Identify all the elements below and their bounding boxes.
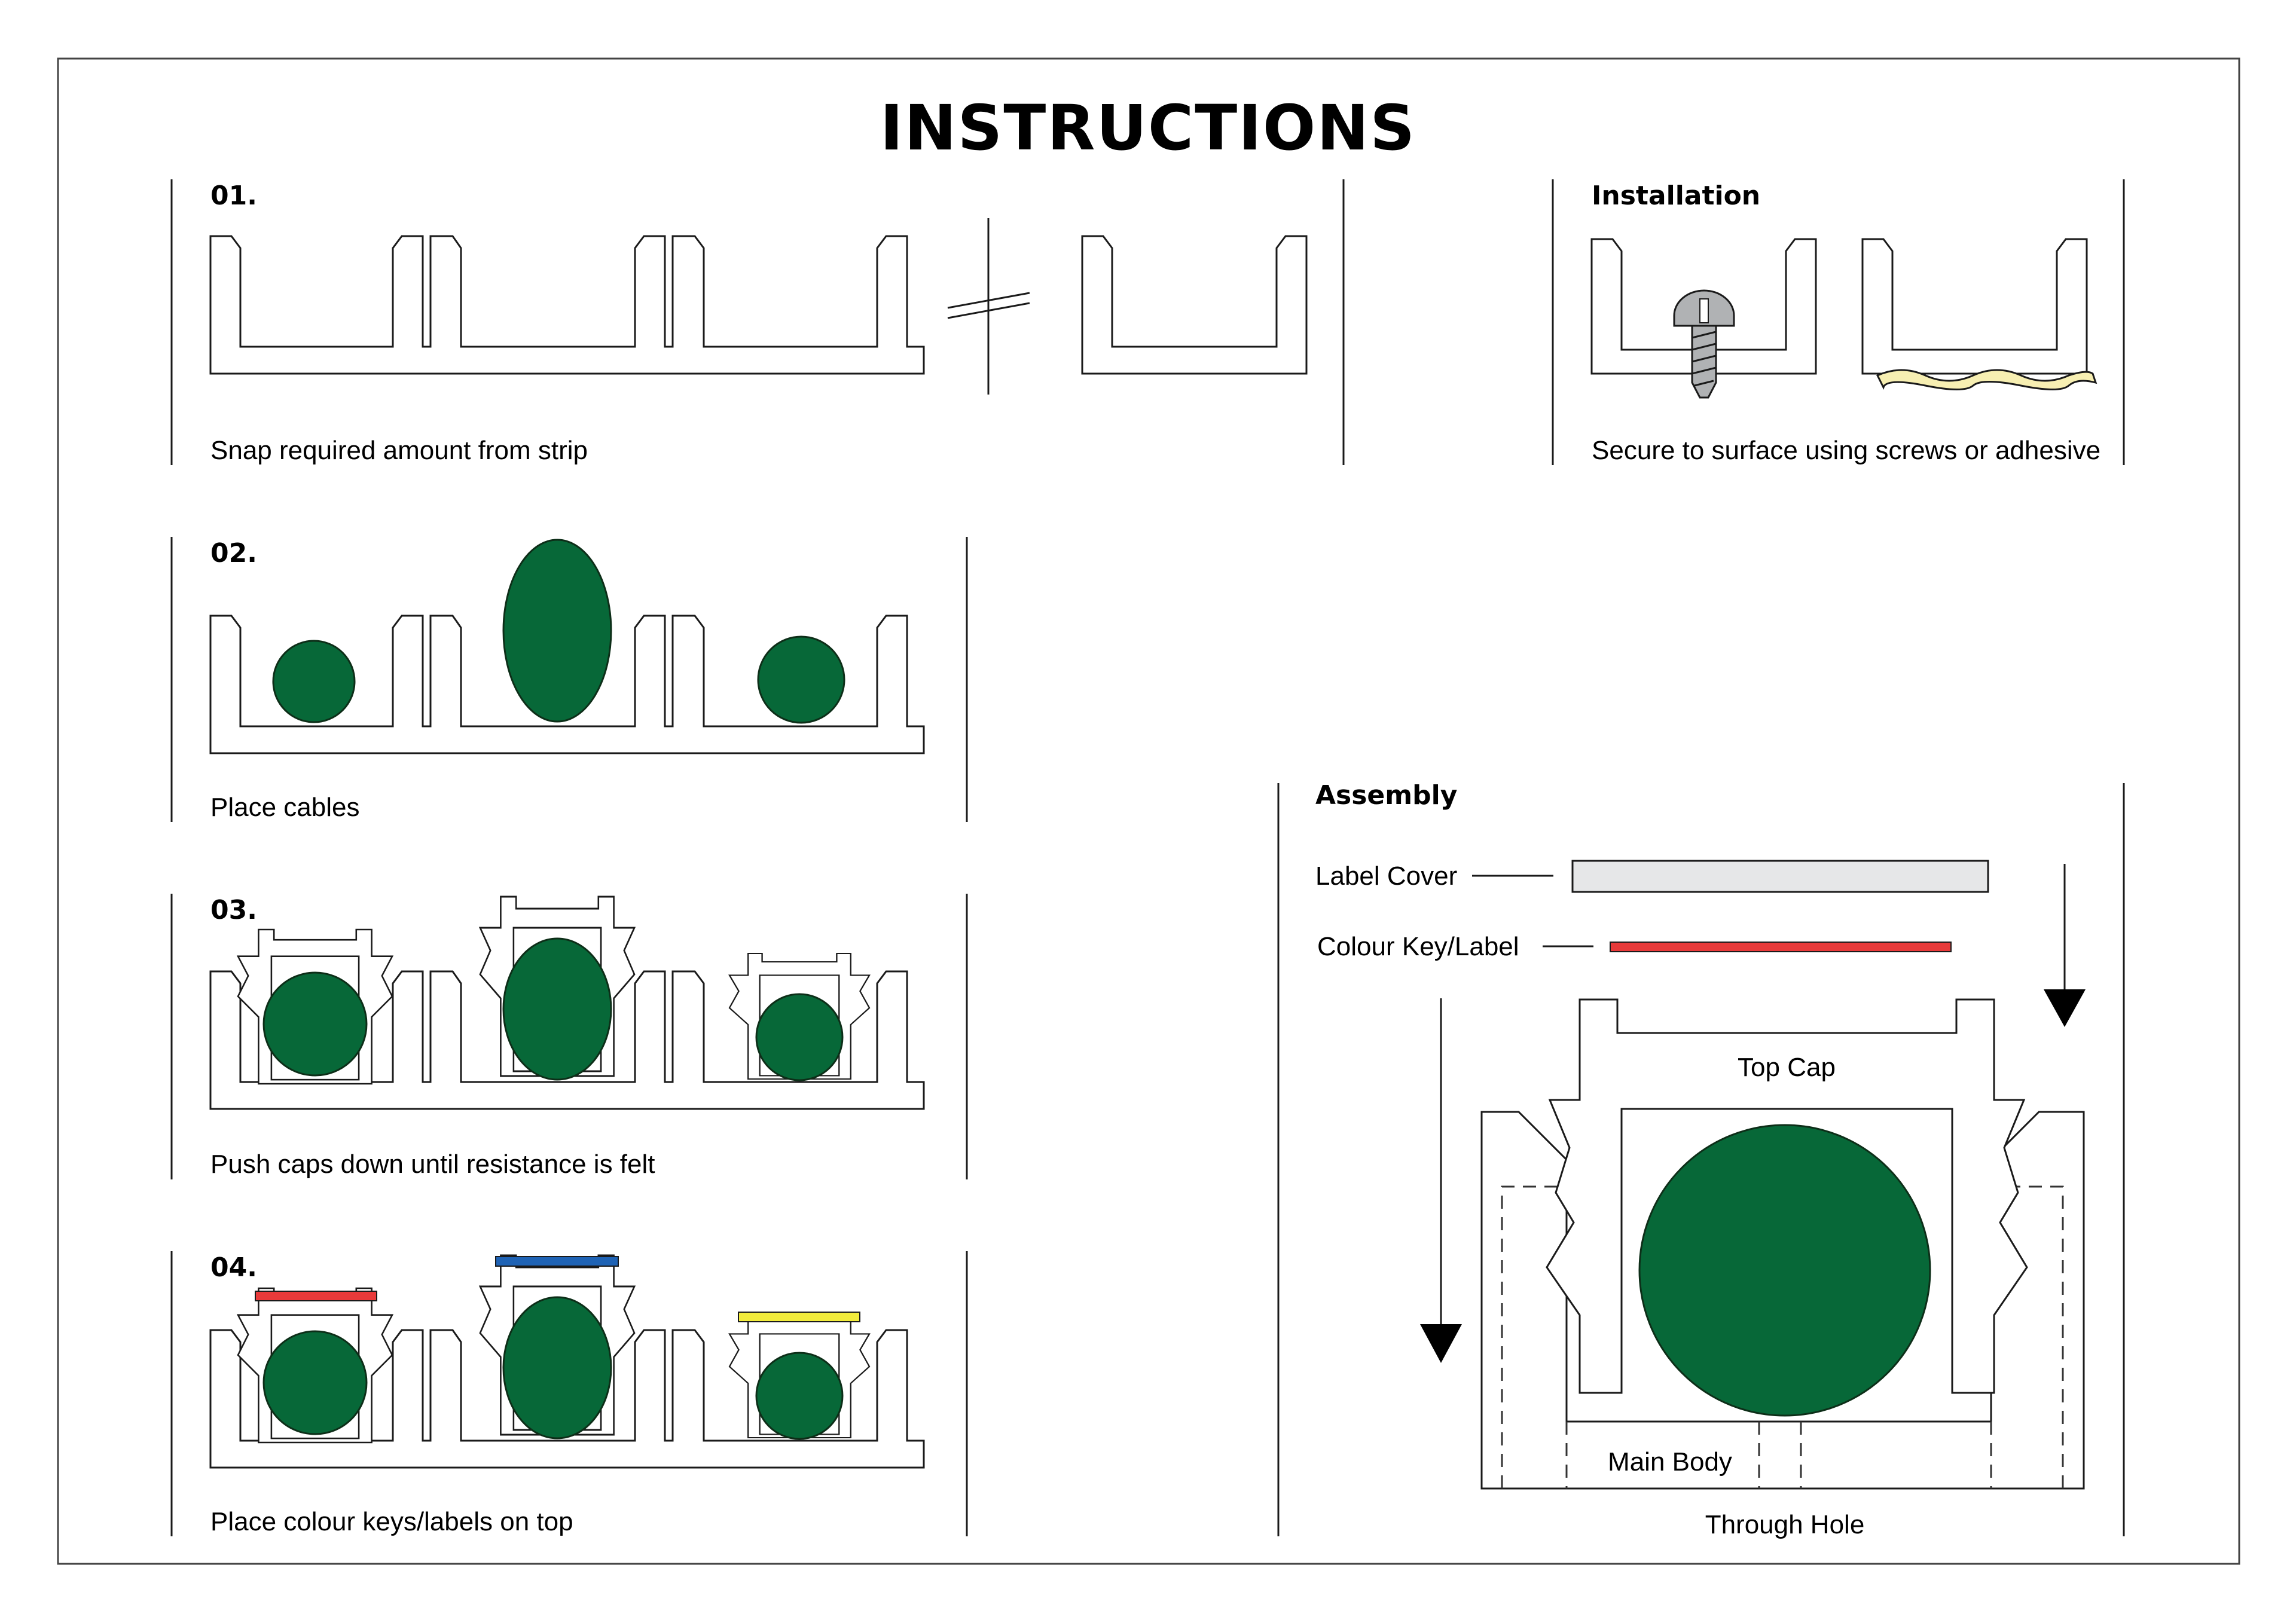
installation-piece-screw: [1590, 238, 1817, 375]
colour-key-yellow: [738, 1312, 860, 1322]
adhesive-strip-icon: [1876, 369, 2097, 390]
colour-key-part: [1610, 942, 1952, 952]
top-cap-part: [1546, 998, 2028, 1394]
step-03-panel: 03. Push caps down until resistance is f…: [170, 894, 968, 1179]
step-03-cable-left: [262, 971, 368, 1077]
step-02-number: 02.: [210, 538, 257, 568]
top-cap-label: Top Cap: [1738, 1053, 1836, 1082]
step-03-number: 03.: [210, 895, 257, 925]
down-arrow-icon-left: [1420, 1324, 1462, 1363]
assembly-heading: Assembly: [1315, 780, 1457, 811]
main-body-hidden-line: [1501, 1185, 1567, 1488]
installation-heading: Installation: [1592, 181, 1760, 211]
label-cover-part: [1571, 860, 1989, 893]
snap-mark-1: [947, 292, 1030, 309]
step-01-single-piece: [1081, 235, 1308, 375]
cable-medium-right: [757, 635, 845, 724]
step-01-panel: 01. Snap required amount from strip: [170, 179, 1345, 465]
step-03-cable-center: [502, 937, 612, 1081]
step-03-cable-right: [755, 993, 844, 1081]
cable-large-center: [502, 539, 612, 723]
snap-mark-2: [947, 302, 1030, 319]
colour-key-red: [255, 1291, 377, 1301]
installation-panel: Installation Secure to surface using scr…: [1552, 179, 2125, 465]
assembly-panel: Assembly Label Cover Colour Key/Label To…: [1277, 780, 2125, 1539]
installation-caption: Secure to surface using screws or adhesi…: [1592, 436, 2100, 465]
step-04-cable-center: [502, 1296, 612, 1439]
step-02-panel: 02. Place cables: [170, 537, 968, 822]
sheet-border: [57, 57, 2240, 1565]
main-body-label: Main Body: [1608, 1447, 1732, 1477]
step-03-caption: Push caps down until resistance is felt: [210, 1150, 655, 1179]
screw-icon: [1673, 289, 1735, 399]
step-04-cable-left: [262, 1330, 368, 1435]
colour-key-label: Colour Key/Label: [1317, 932, 1519, 961]
step-04-caption: Place colour keys/labels on top: [210, 1507, 573, 1536]
assembly-cable: [1638, 1124, 1931, 1417]
colour-key-blue: [495, 1256, 619, 1267]
step-02-caption: Place cables: [210, 793, 359, 822]
step-01-caption: Snap required amount from strip: [210, 436, 588, 465]
cable-small-left: [272, 640, 356, 723]
down-arrow-icon: [2044, 989, 2086, 1027]
step-01-number: 01.: [210, 181, 257, 211]
step-01-strip: [209, 235, 925, 375]
through-hole-label: Through Hole: [1705, 1510, 1865, 1539]
step-04-panel: 04. Place colour keys/labels on top: [170, 1251, 968, 1536]
label-cover-label: Label Cover: [1315, 861, 1457, 891]
installation-piece-adhesive: [1861, 238, 2088, 375]
step-04-cable-right: [755, 1352, 844, 1440]
page-title: INSTRUCTIONS: [880, 91, 1416, 164]
step-04-number: 04.: [210, 1252, 257, 1283]
